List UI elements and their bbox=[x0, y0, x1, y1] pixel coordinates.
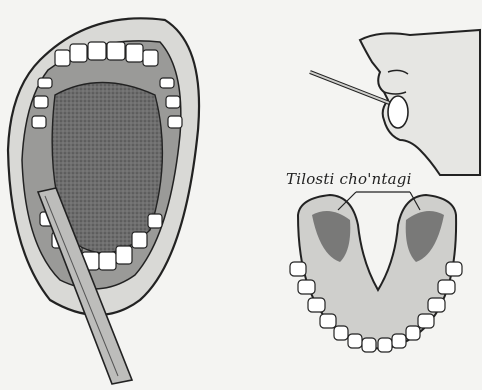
lower-jaw bbox=[290, 192, 462, 352]
face-profile bbox=[310, 30, 480, 175]
open-mouth bbox=[8, 18, 199, 384]
sublingual-area-label: Tilosti cho'ntagi bbox=[286, 170, 412, 188]
